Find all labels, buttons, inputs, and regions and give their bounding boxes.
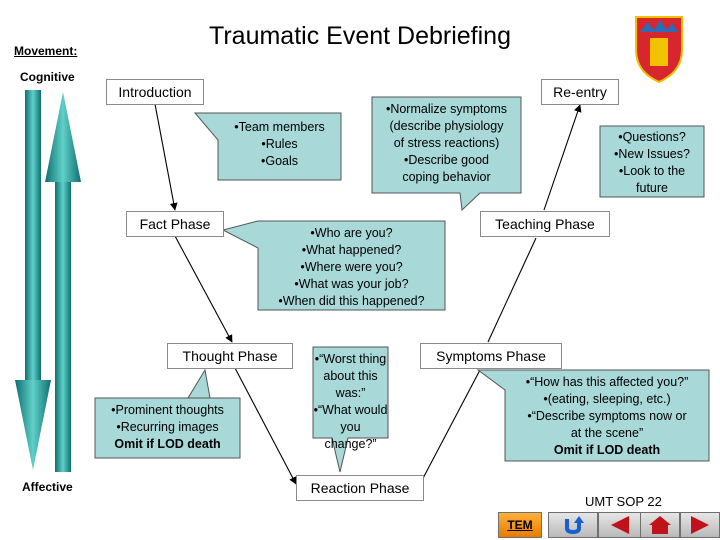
callout-line: (describe physiology [389,119,504,133]
callout-line: •Team members [234,120,325,134]
flow-connectors [154,103,582,485]
callout-line: •Prominent thoughts [111,403,224,417]
page-title: Traumatic Event Debriefing [209,22,511,50]
callout-reaction: •“Worst thing about this was:” •“What wo… [313,351,388,453]
cognitive-label: Cognitive [20,70,75,84]
callout-line: you change?” [324,420,377,451]
callout-line: of stress reactions) [393,136,500,150]
callout-line: •New Issues? [614,147,690,161]
callout-line: •What happened? [301,243,402,257]
home-button[interactable] [640,512,680,538]
callout-line: •“How has this affected you?” [525,375,689,389]
movement-label: Movement: [14,44,78,58]
home-icon [649,516,671,534]
phase-fact: Fact Phase [126,211,224,237]
phase-teaching: Teaching Phase [480,211,610,237]
callout-line: •Describe good [404,153,489,167]
tem-button[interactable]: TEM [498,512,542,538]
phase-reentry: Re-entry [541,79,619,105]
callout-line: •Goals [260,154,299,168]
callout-line: about this [323,369,378,383]
callout-teaching: •Normalize symptoms (describe physiology… [372,101,521,186]
callout-line: •When did this happened? [278,294,425,308]
callout-line: was:” [335,386,366,400]
callout-line: •Normalize symptoms [385,102,508,116]
callout-line: •Look to the [618,164,686,178]
callout-line: coping behavior [402,170,491,184]
back-button[interactable] [598,512,642,538]
callout-line: •(eating, sleeping, etc.) [543,392,671,406]
callout-line: •Recurring images [116,420,219,434]
affective-label: Affective [22,480,73,494]
callout-line: •Rules [261,137,298,151]
callout-omit-note: Omit if LOD death [114,437,221,451]
callout-thought: •Prominent thoughts •Recurring images Om… [95,402,240,453]
back-arrow-icon [611,516,629,534]
down-arrow-icon [15,90,51,470]
callout-reentry: •Questions? •New Issues? •Look to the fu… [600,129,704,197]
callout-omit-note: Omit if LOD death [553,443,661,457]
u-turn-button[interactable] [548,512,598,538]
callout-line: •“Describe symptoms now or [527,409,687,423]
phase-introduction: Introduction [106,79,204,105]
callout-line: •What was your job? [294,277,409,291]
callout-line: at the scene” [570,426,644,440]
callout-line: future [636,181,668,195]
forward-button[interactable] [680,512,720,538]
callout-line: •Who are you? [310,226,393,240]
forward-arrow-icon [691,516,709,534]
callout-bubbles [94,96,710,473]
callout-symptoms: •“How has this affected you?” •(eating, … [505,374,709,459]
phase-thought: Thought Phase [167,343,293,369]
u-turn-icon [565,516,584,535]
callout-line: •“What would [313,403,388,417]
crest-icon [635,16,683,84]
phase-reaction: Reaction Phase [296,475,424,501]
callout-line: •“Worst thing [314,352,387,366]
sop-reference: UMT SOP 22 [585,494,662,509]
callout-introduction: •Team members •Rules •Goals [218,119,341,170]
phase-symptoms: Symptoms Phase [420,343,562,369]
up-arrow-icon [45,92,81,472]
callout-fact: •Who are you? •What happened? •Where wer… [258,225,445,310]
callout-line: •Questions? [618,130,686,144]
callout-line: •Where were you? [300,260,403,274]
